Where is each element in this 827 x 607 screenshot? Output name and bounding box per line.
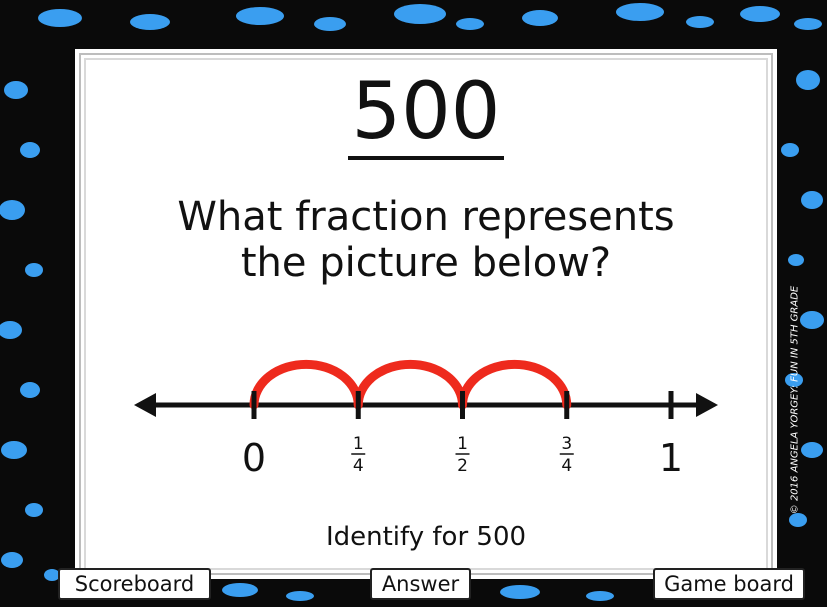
dot-31: [500, 585, 540, 599]
point-value-heading: 500: [86, 68, 766, 160]
dot-26: [785, 373, 803, 387]
dot-20: [44, 569, 60, 581]
jump-arc-1: [249, 359, 363, 410]
left-arrow-icon: [134, 393, 156, 417]
dot-1: [130, 14, 170, 30]
dot-2: [236, 7, 284, 25]
dot-14: [25, 263, 43, 277]
dot-4: [394, 4, 446, 24]
dot-18: [25, 503, 43, 517]
prompt-text: Identify for 500: [325, 522, 527, 552]
game-board-label: Game board: [664, 572, 794, 596]
dot-32: [586, 591, 614, 601]
dot-22: [781, 143, 799, 157]
tick-numerator-3: 3: [561, 434, 572, 454]
point-value: 500: [347, 68, 505, 160]
dot-27: [801, 442, 823, 458]
question-line-1: What fraction represents: [177, 194, 675, 240]
question-text: What fraction represents the picture bel…: [106, 194, 746, 286]
scoreboard-button[interactable]: Scoreboard: [58, 568, 211, 600]
tick-label-0: 0: [242, 436, 266, 480]
copyright-credit: © 2016 ANGELA YORGEY: FUN IN 5TH GRADE: [780, 270, 810, 530]
dot-9: [740, 6, 780, 22]
dot-23: [801, 191, 823, 209]
dot-6: [522, 10, 558, 26]
dot-3: [314, 17, 346, 31]
dot-17: [1, 441, 27, 459]
right-arrow-icon: [696, 393, 718, 417]
jump-arc-3: [458, 359, 572, 410]
tick-denominator-1: 4: [353, 456, 364, 476]
answer-button[interactable]: Answer: [370, 568, 471, 600]
game-board-button[interactable]: Game board: [653, 568, 805, 600]
scoreboard-label: Scoreboard: [74, 572, 195, 596]
answer-label: Answer: [381, 572, 460, 596]
dot-7: [616, 3, 664, 21]
dot-12: [20, 142, 40, 158]
dot-13: [0, 200, 25, 220]
dot-21: [796, 70, 820, 90]
tick-label-4: 1: [659, 436, 683, 480]
jump-arc-2: [353, 359, 467, 410]
dot-15: [0, 321, 22, 339]
question-card: 500 What fraction represents the picture…: [84, 58, 768, 570]
dot-8: [686, 16, 714, 28]
copyright-text: © 2016 ANGELA YORGEY: FUN IN 5TH GRADE: [789, 285, 801, 515]
dot-28: [789, 513, 807, 527]
dot-11: [4, 81, 28, 99]
dot-16: [20, 382, 40, 398]
dot-5: [456, 18, 484, 30]
question-line-2: the picture below?: [240, 240, 612, 286]
tick-denominator-3: 4: [561, 456, 572, 476]
dot-25: [800, 311, 824, 329]
tick-denominator-2: 2: [457, 456, 468, 476]
dot-30: [286, 591, 314, 601]
dot-24: [788, 254, 804, 266]
dot-0: [38, 9, 82, 27]
dot-19: [1, 552, 23, 568]
tick-numerator-2: 1: [457, 434, 468, 454]
dot-10: [794, 18, 822, 30]
dot-29: [222, 583, 258, 597]
tick-numerator-1: 1: [353, 434, 364, 454]
